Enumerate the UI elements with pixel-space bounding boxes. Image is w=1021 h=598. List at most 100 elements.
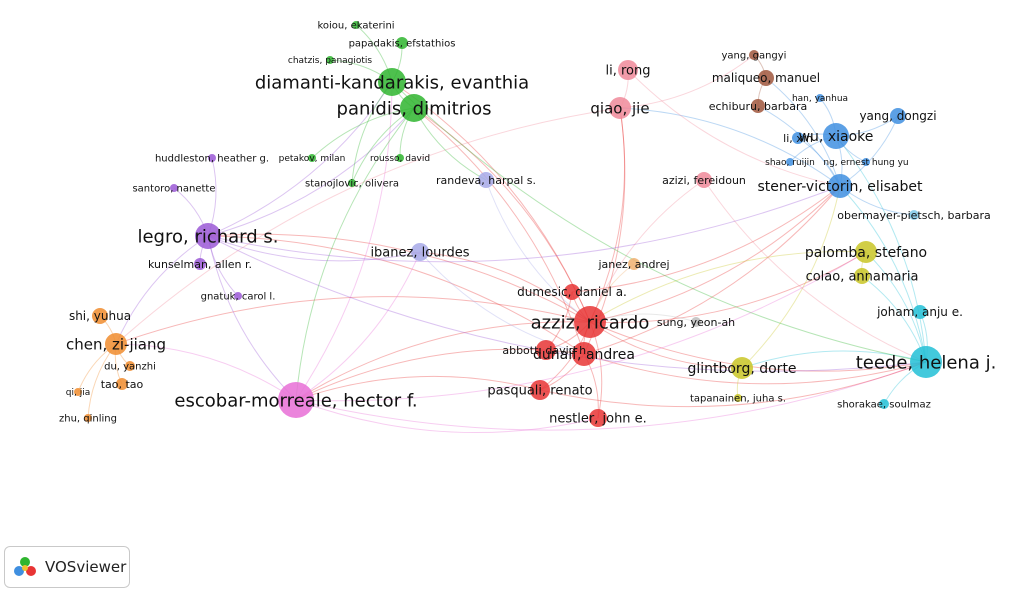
edge-escobar-teede [295, 361, 927, 431]
edge-qiao-chen [115, 107, 621, 345]
node-joham[interactable] [913, 305, 927, 319]
node-yang_gangyi[interactable] [749, 50, 759, 60]
node-label-maliqueo: maliqueo, manuel [712, 71, 820, 85]
node-santoro[interactable] [170, 184, 178, 192]
node-label-ng: ng, ernest hung yu [823, 158, 908, 168]
node-diamanti[interactable] [378, 68, 406, 96]
node-sung[interactable] [691, 317, 701, 327]
node-tao[interactable] [116, 378, 128, 390]
node-stanojlovic[interactable] [348, 179, 356, 187]
node-label-du: du, yanzhi [104, 362, 156, 373]
node-koiou[interactable] [352, 21, 360, 29]
edge-dumesic-stener [571, 185, 841, 293]
node-han[interactable] [816, 94, 824, 102]
edge-legro-diamanti [207, 81, 393, 237]
node-label-diamanti: diamanti-kandarakis, evanthia [255, 72, 529, 93]
node-label-sung: sung, yeon-ah [657, 316, 735, 329]
edge-ibanez-dunaif [419, 251, 585, 355]
node-label-papadakis: papadakis, efstathios [349, 39, 456, 50]
node-label-glintborg: glintborg, dorte [687, 361, 796, 377]
node-escobar[interactable] [278, 382, 314, 418]
node-glintborg[interactable] [731, 357, 753, 379]
node-panidis[interactable] [400, 94, 428, 122]
node-gnatuk[interactable] [234, 292, 242, 300]
node-maliqueo[interactable] [758, 70, 774, 86]
node-label-janez: janez, andrej [597, 258, 669, 271]
node-colao[interactable] [854, 268, 870, 284]
edge-randeva-azziz [485, 179, 591, 323]
node-papadakis[interactable] [396, 37, 408, 49]
edge-escobar-nestler [295, 399, 599, 434]
node-label-palomba: palomba, stefano [805, 245, 927, 261]
node-label-gnatuk: gnatuk, carol l. [201, 292, 276, 303]
edge-azziz-ibanez [419, 251, 591, 323]
node-stener[interactable] [828, 174, 852, 198]
node-echiburu[interactable] [751, 99, 765, 113]
node-label-petakov: petakov, milan [279, 154, 346, 164]
node-huddleston[interactable] [208, 154, 216, 162]
node-yang_dongzi[interactable] [890, 108, 906, 124]
node-ibanez[interactable] [411, 243, 429, 261]
edge-pasquali-teede [539, 361, 927, 408]
node-label-panidis: panidis, dimitrios [337, 98, 492, 119]
node-zhu[interactable] [84, 414, 92, 422]
edge-pasquali-escobar [295, 375, 541, 401]
node-qi[interactable] [74, 388, 82, 396]
node-label-wu: wu, xiaoke [799, 129, 874, 145]
edge-legro-ibanez [207, 235, 421, 262]
node-teede[interactable] [910, 346, 942, 378]
edge-dunaif-stener [583, 185, 841, 355]
node-label-huddleston: huddleston, heather g. [155, 154, 269, 165]
node-kunselman[interactable] [194, 258, 206, 270]
node-abbott[interactable] [536, 340, 556, 360]
node-tapanainen[interactable] [734, 394, 742, 402]
node-label-pasquali: pasquali, renato [487, 384, 592, 399]
edge-legro-escobar [207, 235, 297, 401]
node-palomba[interactable] [855, 241, 877, 263]
node-azziz[interactable] [574, 306, 606, 338]
edge-azizi-azziz [589, 179, 705, 323]
node-label-obermayer: obermayer-pietsch, barbara [837, 209, 990, 222]
node-label-li_xin: li, xin [783, 132, 813, 145]
node-qiao[interactable] [609, 97, 631, 119]
node-label-shi: shi, yuhua [69, 309, 131, 323]
edge-azziz-legro [207, 233, 591, 323]
edge-escobar-chen [115, 343, 297, 401]
vosviewer-badge[interactable]: VOSviewer [4, 546, 130, 588]
edge-azziz-chen [115, 296, 591, 345]
node-du[interactable] [125, 361, 135, 371]
node-legro[interactable] [195, 223, 221, 249]
node-label-santoro: santoro, nanette [132, 184, 215, 195]
node-azizi[interactable] [696, 172, 712, 188]
node-dunaif[interactable] [572, 342, 596, 366]
node-nestler[interactable] [589, 409, 607, 427]
edge-qiao-yang_gangyi [619, 54, 755, 109]
node-pasquali[interactable] [530, 380, 550, 400]
node-randeva[interactable] [478, 172, 494, 188]
node-li_xin[interactable] [792, 132, 804, 144]
node-label-dumesic: dumesic, daniel a. [517, 285, 627, 299]
edge-teede-wu [835, 135, 927, 363]
node-label-azizi: azizi, fereidoun [662, 174, 746, 187]
node-chen[interactable] [105, 333, 127, 355]
node-shorakae[interactable] [879, 399, 889, 409]
node-shi[interactable] [92, 308, 108, 324]
brand-name: VOSviewer [45, 558, 127, 576]
node-janez[interactable] [628, 258, 640, 270]
node-obermayer[interactable] [909, 210, 919, 220]
node-label-qiao: qiao, jie [590, 99, 649, 117]
node-ng[interactable] [862, 158, 870, 166]
node-petakov[interactable] [308, 154, 316, 162]
node-rousso[interactable] [396, 154, 404, 162]
node-label-chen: chen, zi-jiang [66, 335, 166, 353]
node-wu[interactable] [823, 123, 849, 149]
node-shao[interactable] [786, 158, 794, 166]
node-chatzis[interactable] [326, 56, 334, 64]
edge-escobar-ibanez [295, 251, 421, 401]
edge-dunaif-teede [583, 353, 927, 385]
node-li_rong[interactable] [618, 60, 638, 80]
edge-panidis-escobar [295, 107, 415, 401]
node-dumesic[interactable] [564, 284, 580, 300]
edge-stener-echiburu [757, 105, 841, 187]
